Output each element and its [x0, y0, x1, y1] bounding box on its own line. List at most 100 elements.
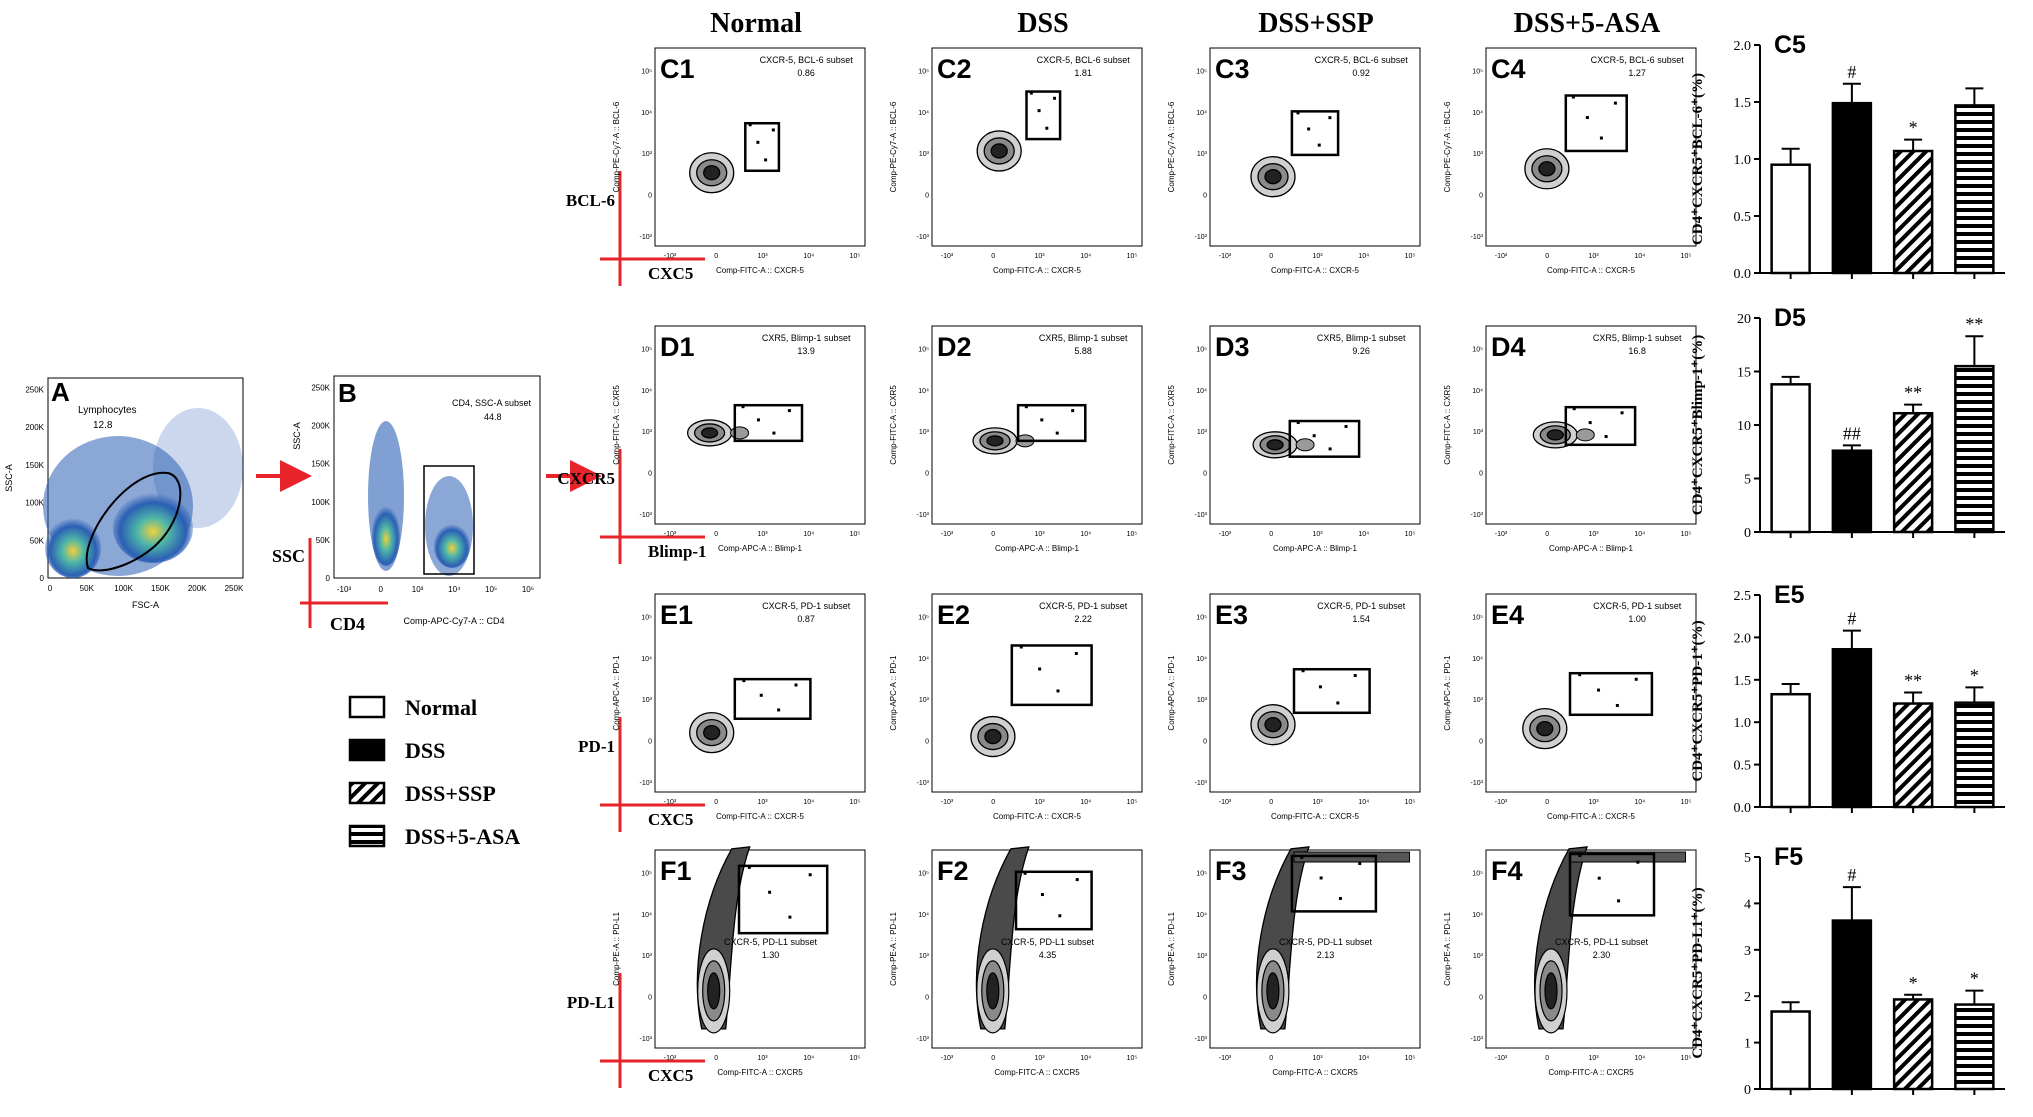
y-tick-label: 10⁴ — [1196, 110, 1207, 117]
plot-frame — [654, 47, 866, 247]
event-dot — [1038, 667, 1042, 671]
y-axis-label: Comp-APC-A :: PD-1 — [1167, 655, 1176, 731]
x-tick-label: 10³ — [1034, 1055, 1045, 1062]
event-dot — [1296, 111, 1300, 115]
y-tick-label: 0.5 — [1734, 210, 1752, 225]
y-tick-label: -10³ — [1195, 780, 1208, 787]
x-tick-label: 10³ — [1312, 531, 1323, 538]
row-x-marker: CXC5 — [648, 1066, 693, 1085]
contour-level — [1536, 720, 1554, 737]
plot-frame — [654, 593, 866, 793]
gate-value: 0.86 — [797, 68, 815, 78]
y-tick-label: -10³ — [917, 780, 930, 787]
x-axis-label: Comp-APC-A :: Blimp-1 — [1549, 544, 1634, 553]
y-axis-label: CD4⁺CXCR5⁺Blimp-1⁺(%) — [1690, 335, 1706, 515]
bar-0 — [1770, 1010, 1811, 1091]
plot-frame — [1209, 47, 1421, 247]
y-tick-label: 200K — [311, 422, 330, 431]
y-axis-label: Comp-PE-A :: PD-L1 — [1443, 912, 1452, 986]
x-tick-label: -10³ — [1219, 799, 1232, 806]
gate-value: 0.92 — [1352, 68, 1370, 78]
y-tick-label: -10³ — [640, 512, 653, 519]
contour-level — [1266, 972, 1280, 1010]
plot-frame — [931, 849, 1143, 1049]
panel-letter: D1 — [660, 332, 695, 362]
event-dot — [1615, 703, 1619, 707]
y-tick-label: 0 — [925, 471, 929, 478]
y-tick-label: -10³ — [1471, 780, 1484, 787]
x-tick-label: -10³ — [664, 253, 677, 260]
bar-1 — [1831, 101, 1873, 275]
plot-frame — [931, 593, 1143, 793]
y-tick-label: 0 — [925, 739, 929, 746]
gate-box — [1568, 852, 1656, 917]
y-tick-label: 0 — [1479, 739, 1483, 746]
x-tick-label: 250K — [225, 584, 244, 593]
event-dot — [1358, 862, 1362, 866]
y-tick-label: 15 — [1737, 366, 1751, 381]
gate-value: 9.26 — [1352, 346, 1370, 356]
x-tick-label: 0 — [991, 799, 995, 806]
x-tick-label: 10³ — [1312, 1055, 1323, 1062]
y-tick-label: 100K — [311, 498, 330, 507]
y-tick-label: 3 — [1744, 944, 1751, 959]
event-dot — [772, 431, 776, 435]
event-dot — [1353, 674, 1357, 678]
bar-chart-e5: 0.00.51.01.52.02.5#***E5CD4⁺CXCR5⁺PD-1⁺(… — [1690, 581, 2005, 816]
event-dot — [1296, 421, 1300, 425]
x-tick-label: 10⁴ — [1634, 531, 1645, 538]
y-tick-label: 10⁵ — [1472, 870, 1483, 877]
y-tick-label: 1 — [1744, 1037, 1751, 1052]
y-tick-label: -10³ — [1195, 234, 1208, 241]
x-tick-label: -10³ — [1495, 253, 1508, 260]
y-axis-label: Comp-FITC-A :: CXR5 — [612, 385, 621, 465]
event-dot — [1336, 701, 1340, 705]
gate-box — [1290, 854, 1378, 913]
x-tick-label: 0 — [714, 1055, 718, 1062]
x-tick-label: 10⁵ — [1127, 1055, 1138, 1062]
event-dot — [787, 409, 791, 413]
event-dot — [777, 708, 781, 712]
contour-level — [703, 165, 721, 181]
y-tick-label: 2.0 — [1734, 631, 1752, 646]
x-axis-label: Comp-APC-A :: Blimp-1 — [1273, 544, 1358, 553]
significance-mark-1: # — [1847, 609, 1856, 629]
x-axis-label: Comp-FITC-A :: CXCR5 — [1272, 1068, 1358, 1077]
x-tick-label: -10³ — [1495, 799, 1508, 806]
x-tick-label: 0 — [714, 253, 718, 260]
x-tick-label: 0 — [991, 1055, 995, 1062]
legend-swatch-diagonal — [348, 781, 386, 805]
density-hotspot-cd4-pos — [434, 524, 470, 568]
y-tick-label: 10 — [1737, 419, 1751, 434]
event-dot — [1597, 688, 1601, 692]
x-tick-label: 10⁴ — [803, 253, 814, 260]
event-dot — [788, 915, 792, 919]
contour-level — [1544, 972, 1558, 1010]
bar-1 — [1831, 449, 1873, 534]
y-tick-label: 10⁵ — [641, 68, 652, 75]
x-tick-label: 10⁵ — [1127, 799, 1138, 806]
panel-letter: E3 — [1215, 600, 1248, 630]
y-tick-label: 0.0 — [1734, 267, 1752, 282]
event-dot — [1024, 405, 1028, 409]
event-dot — [1613, 101, 1617, 105]
event-dot — [808, 873, 812, 877]
x-tick-label: 10⁵ — [1127, 253, 1138, 260]
x-axis-label: Comp-FITC-A :: CXCR-5 — [1271, 812, 1360, 821]
significance-mark-1: # — [1847, 62, 1856, 82]
bar-3 — [1954, 701, 1995, 809]
y-tick-label: -10³ — [917, 512, 930, 519]
event-dot — [1328, 447, 1332, 451]
x-tick-label: 10⁵ — [1681, 253, 1692, 260]
y-axis-label: Comp-PE-Cy7-A :: BCL-6 — [1167, 101, 1176, 192]
y-tick-label: 10³ — [1473, 429, 1484, 436]
event-dot — [1317, 143, 1321, 147]
y-tick-label: 10⁵ — [1472, 68, 1483, 75]
event-dot — [1588, 421, 1592, 425]
event-dot — [1029, 91, 1033, 95]
